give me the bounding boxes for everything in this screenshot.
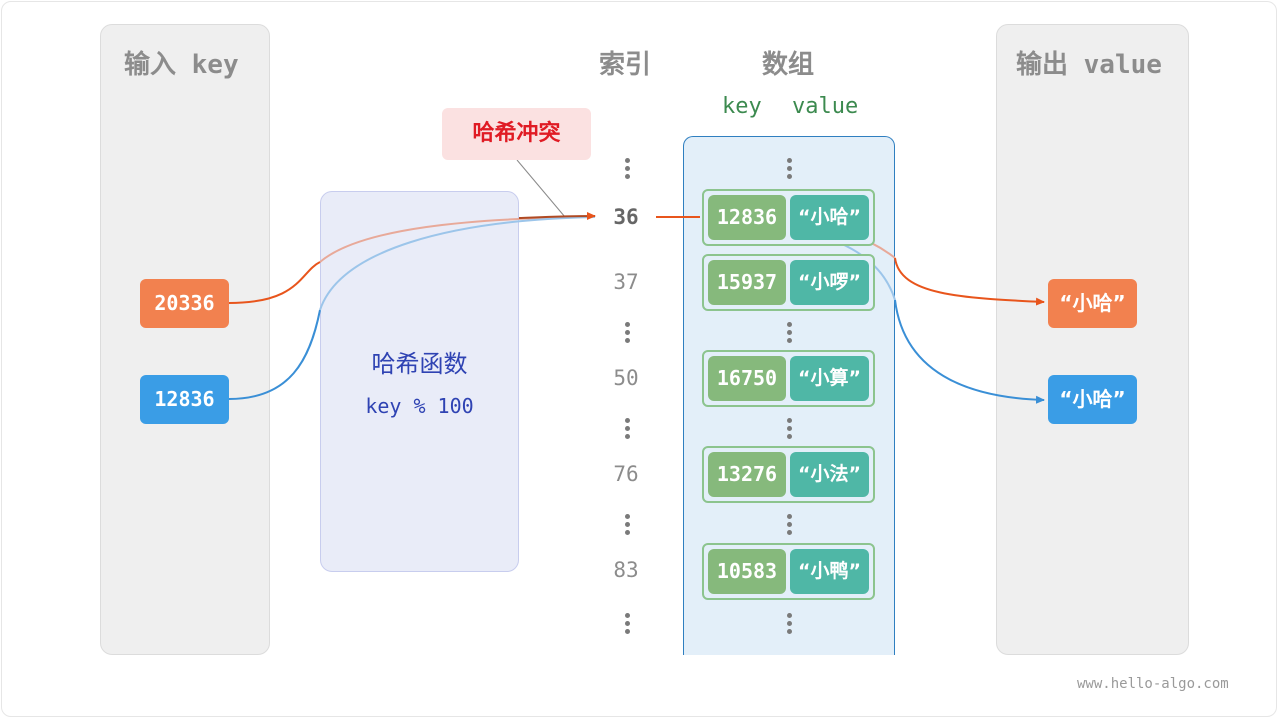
blue-hash-to-index-curve: [319, 216, 596, 311]
input-key-20336: 20336: [140, 279, 229, 328]
index-ellipsis-icon: [623, 514, 631, 538]
index-label: 76: [613, 462, 639, 486]
blue-key-to-hash-curve: [228, 309, 321, 400]
bucket-entry-76: 13276 “小法”: [702, 446, 875, 503]
output-panel: [996, 24, 1189, 655]
collision-pointer-line: [516, 159, 566, 218]
bucket-key: 13276: [708, 452, 786, 497]
index-label: 83: [613, 558, 639, 582]
bucket-key: 15937: [708, 260, 786, 305]
bucket-key: 10583: [708, 549, 786, 594]
merged-arrow-to-index: [518, 212, 596, 221]
bucket-value: “小鸭”: [790, 549, 869, 594]
index-label: 50: [613, 366, 639, 390]
value-column-header: value: [792, 94, 859, 119]
bucket-value: “小算”: [790, 356, 869, 401]
index-ellipsis-icon: [623, 158, 631, 182]
array-column-header: 数组: [762, 50, 815, 80]
bucket-key: 12836: [708, 195, 786, 240]
index-ellipsis-icon: [623, 418, 631, 442]
output-panel-title: 输出 value: [1016, 50, 1162, 80]
bucket-value: “小哈”: [790, 195, 869, 240]
bucket-value: “小法”: [790, 452, 869, 497]
bucket-to-output-orange: [894, 257, 1045, 306]
index-label: 37: [613, 270, 639, 294]
orange-hash-to-index-curve: [319, 216, 596, 263]
output-value-orange: “小哈”: [1048, 279, 1137, 328]
bucket-to-output-blue: [894, 299, 1045, 404]
index-ellipsis-icon: [623, 322, 631, 346]
bucket-value: “小啰”: [790, 260, 869, 305]
array-ellipsis-icon: [785, 514, 793, 538]
bucket-entry-37: 15937 “小啰”: [702, 254, 875, 311]
hash-function-box: [320, 191, 519, 572]
bucket-entry-50: 16750 “小算”: [702, 350, 875, 407]
key-column-header: key: [722, 94, 762, 119]
hash-function-name: 哈希函数: [371, 350, 468, 378]
bucket-entry-83: 10583 “小鸭”: [702, 543, 875, 600]
hash-collision-label: 哈希冲突: [442, 108, 591, 160]
output-value-blue: “小哈”: [1048, 375, 1137, 424]
array-ellipsis-icon: [785, 322, 793, 346]
array-ellipsis-icon: [785, 613, 793, 637]
index-label: 36: [613, 205, 639, 229]
input-panel: [100, 24, 270, 655]
bucket-entry-36: 12836 “小哈”: [702, 189, 875, 246]
bucket-key: 16750: [708, 356, 786, 401]
orange-key-to-hash-curve: [228, 261, 321, 304]
input-panel-title: 输入 key: [124, 50, 239, 80]
array-ellipsis-icon: [785, 418, 793, 442]
array-ellipsis-icon: [785, 158, 793, 182]
index-ellipsis-icon: [623, 613, 631, 637]
input-key-12836: 12836: [140, 375, 229, 424]
index-column-header: 索引: [599, 50, 652, 80]
hash-function-formula: key % 100: [365, 394, 474, 418]
watermark: www.hello-algo.com: [1077, 676, 1229, 692]
